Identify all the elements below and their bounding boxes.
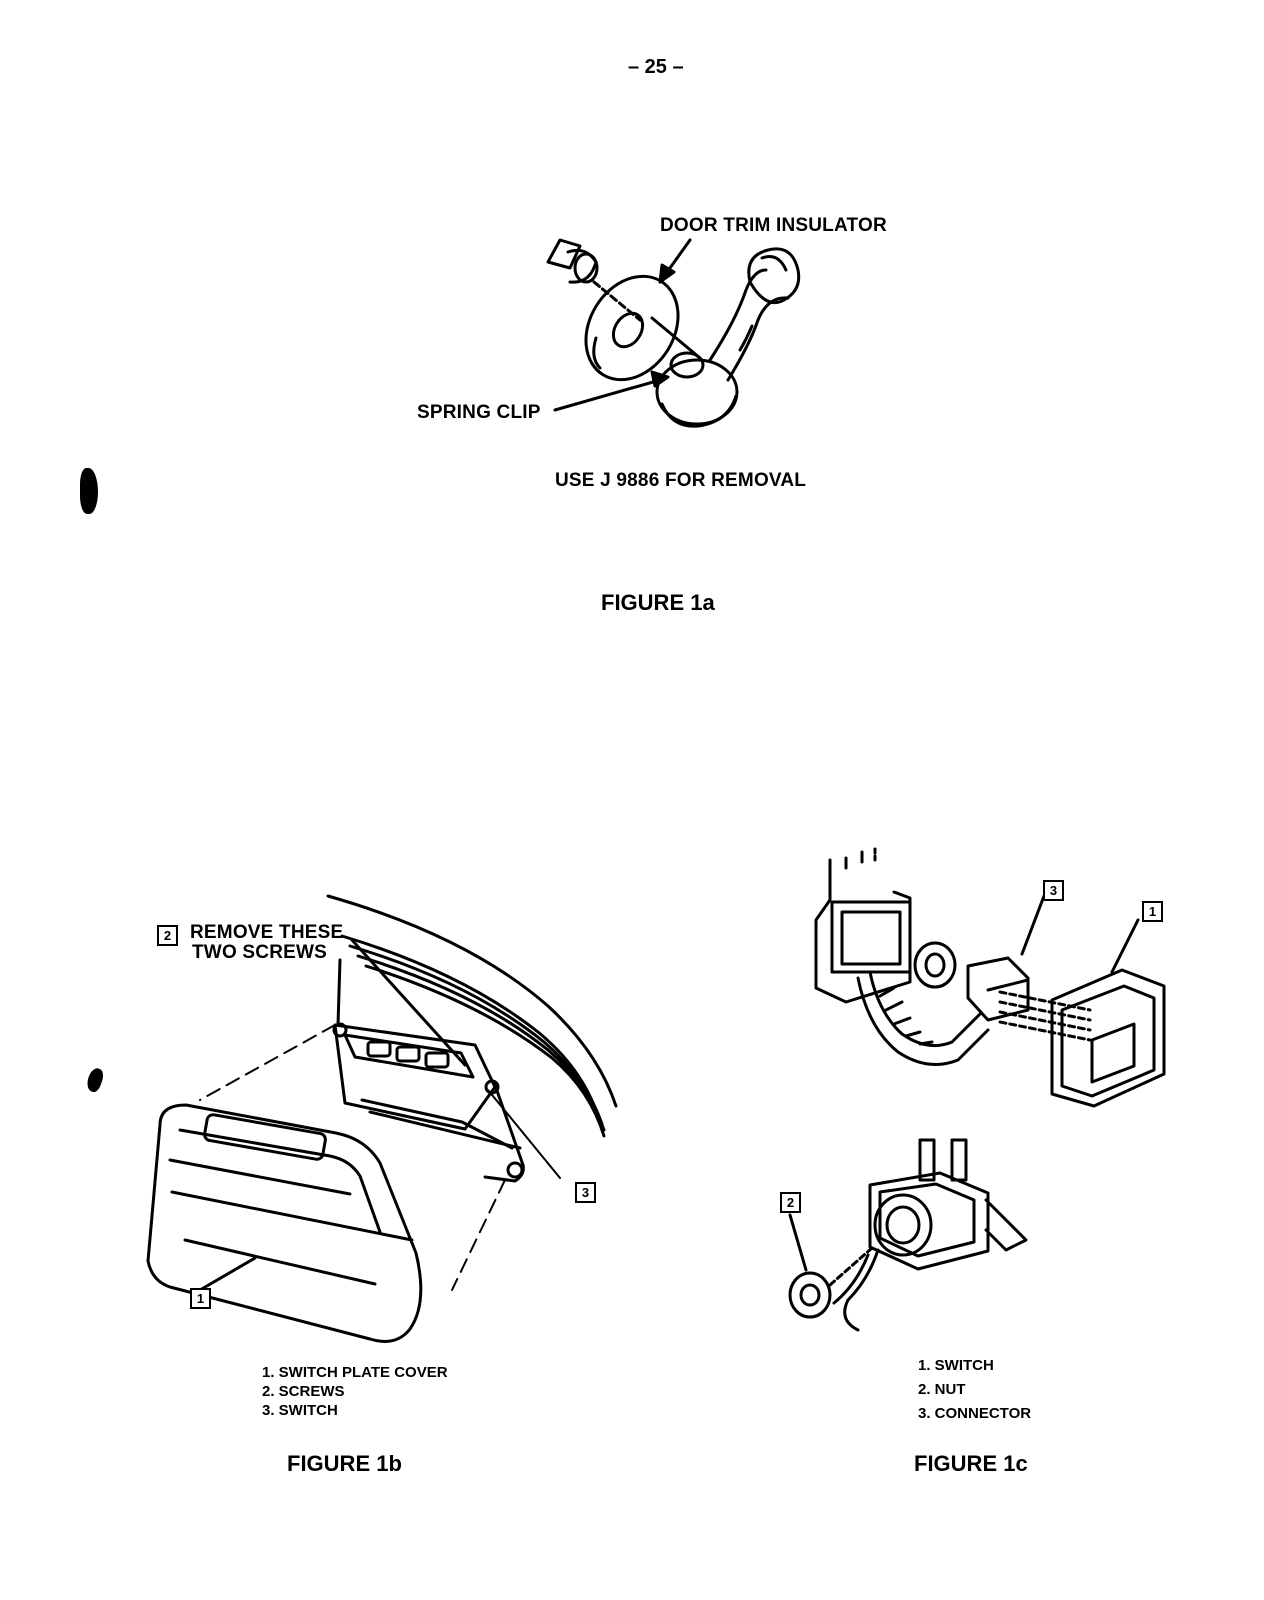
connector-number-3: 3 <box>1043 880 1064 901</box>
figure-1b-caption: FIGURE 1b <box>287 1451 402 1476</box>
legend-item: 2. NUT <box>918 1381 966 1398</box>
switch-number-3: 3 <box>575 1182 596 1203</box>
margin-mark-top <box>80 468 98 514</box>
callout-number-2: 2 <box>157 925 178 946</box>
legend-item: 2. SCREWS <box>262 1383 345 1400</box>
remove-screws-line-2: TWO SCREWS <box>192 942 327 963</box>
legend-item: 3. CONNECTOR <box>918 1405 1032 1422</box>
removal-tool-note: USE J 9886 FOR REMOVAL <box>555 470 807 491</box>
page-number: – 25 – <box>628 56 684 78</box>
figure-1a-caption: FIGURE 1a <box>601 590 715 615</box>
switch-number-1: 1 <box>1142 901 1163 922</box>
door-trim-insulator-label: DOOR TRIM INSULATOR <box>660 215 887 236</box>
legend-item: 1. SWITCH <box>918 1357 994 1374</box>
legend-item: 1. SWITCH PLATE COVER <box>262 1364 448 1381</box>
figure-1c-legend: 1. SWITCH 2. NUT 3. CONNECTOR <box>918 1354 1031 1426</box>
figure-1b-legend: 1. SWITCH PLATE COVER 2. SCREWS 3. SWITC… <box>262 1363 448 1420</box>
cover-number-1: 1 <box>190 1288 211 1309</box>
spring-clip-label: SPRING CLIP <box>417 402 541 423</box>
window-crank-illustration <box>546 238 801 428</box>
remove-screws-callout: REMOVE THESE TWO SCREWS <box>190 923 343 963</box>
nut-number-2: 2 <box>780 1192 801 1213</box>
remove-screws-line-1: REMOVE THESE <box>190 922 344 943</box>
legend-item: 3. SWITCH <box>262 1402 338 1419</box>
figure-1c-caption: FIGURE 1c <box>914 1451 1028 1476</box>
